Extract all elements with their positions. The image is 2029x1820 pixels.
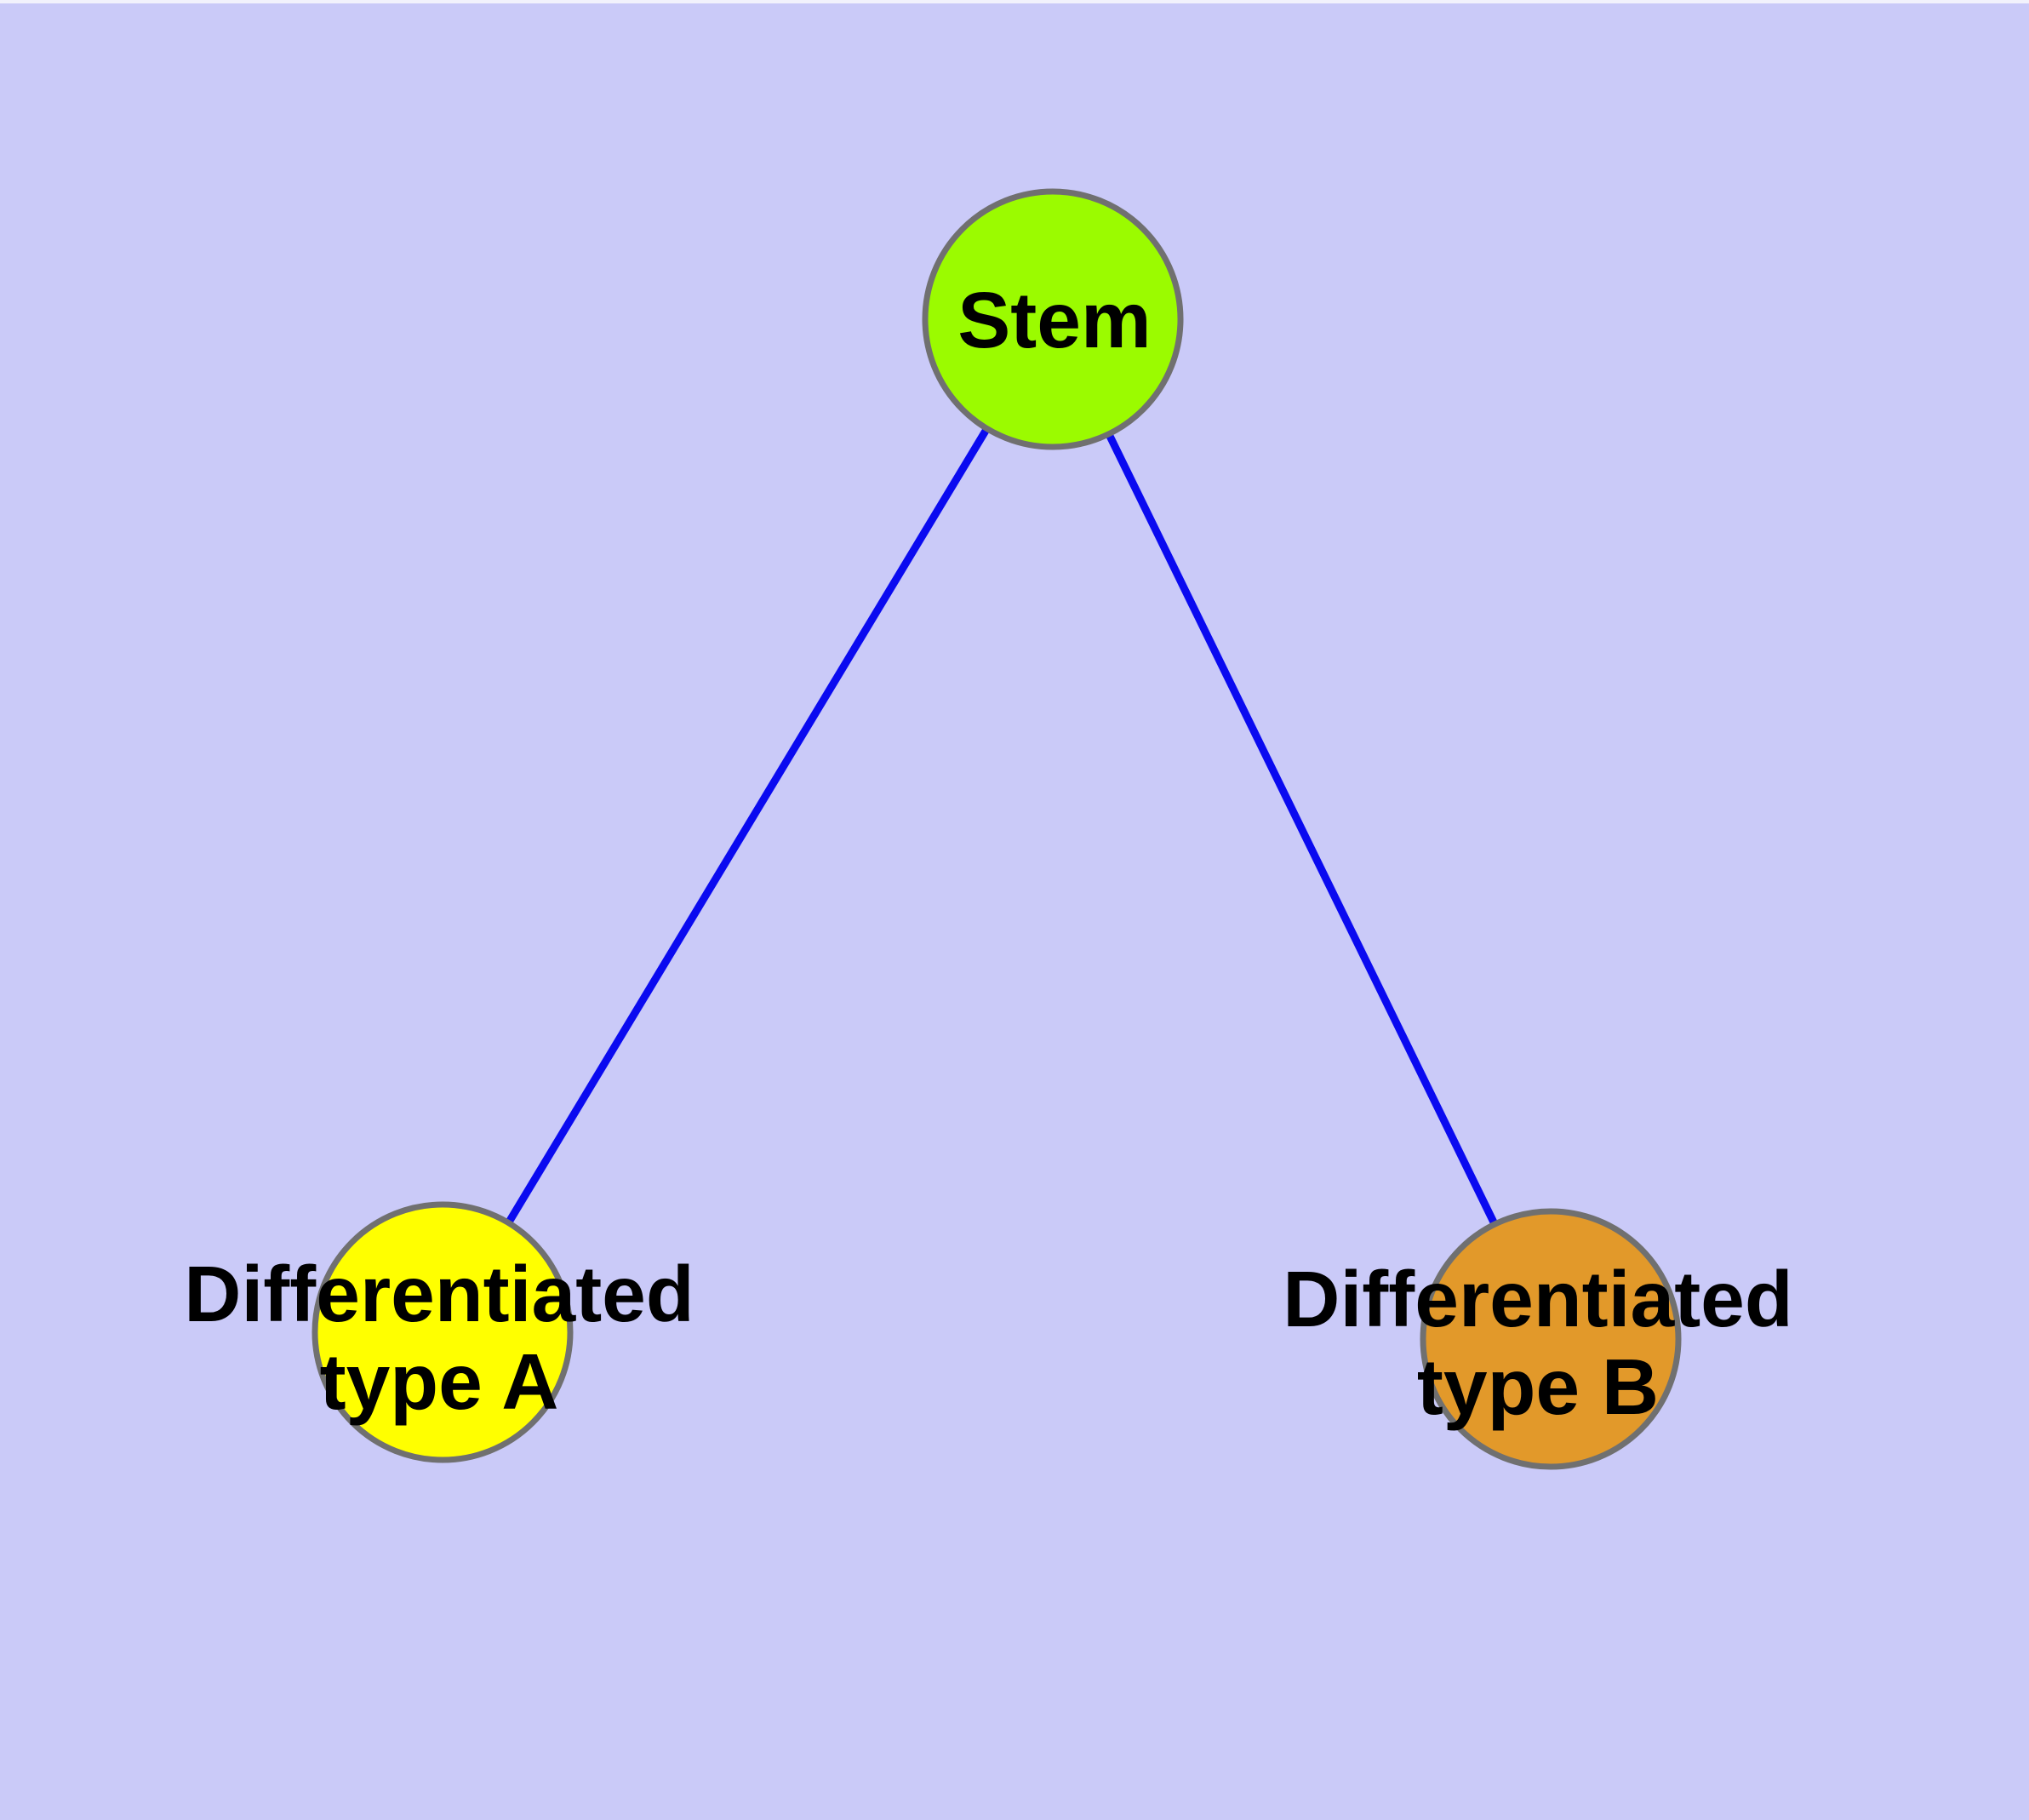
node-differentiated-type-b[interactable]: Differentiated type B bbox=[1283, 1208, 1793, 1470]
node-stem-circle[interactable] bbox=[922, 188, 1184, 450]
node-stem-label: Stem bbox=[957, 276, 1151, 364]
node-typeA-label-line1: Differentiated bbox=[184, 1250, 694, 1338]
top-edge-highlight bbox=[0, 0, 2029, 3]
node-typeB-label-line1: Differentiated bbox=[1283, 1255, 1792, 1343]
node-typeB-label-line2: type B bbox=[1417, 1342, 1659, 1431]
node-typeB-circle[interactable] bbox=[1420, 1208, 1682, 1470]
edge-stem-to-typeA bbox=[439, 317, 1056, 1335]
node-typeA-circle[interactable] bbox=[311, 1201, 574, 1463]
node-typeA-label-line2: type A bbox=[320, 1337, 559, 1426]
node-differentiated-type-a[interactable]: Differentiated type A bbox=[184, 1201, 694, 1463]
node-stem[interactable]: Stem bbox=[922, 188, 1184, 450]
edge-stem-to-typeB bbox=[1049, 318, 1555, 1341]
